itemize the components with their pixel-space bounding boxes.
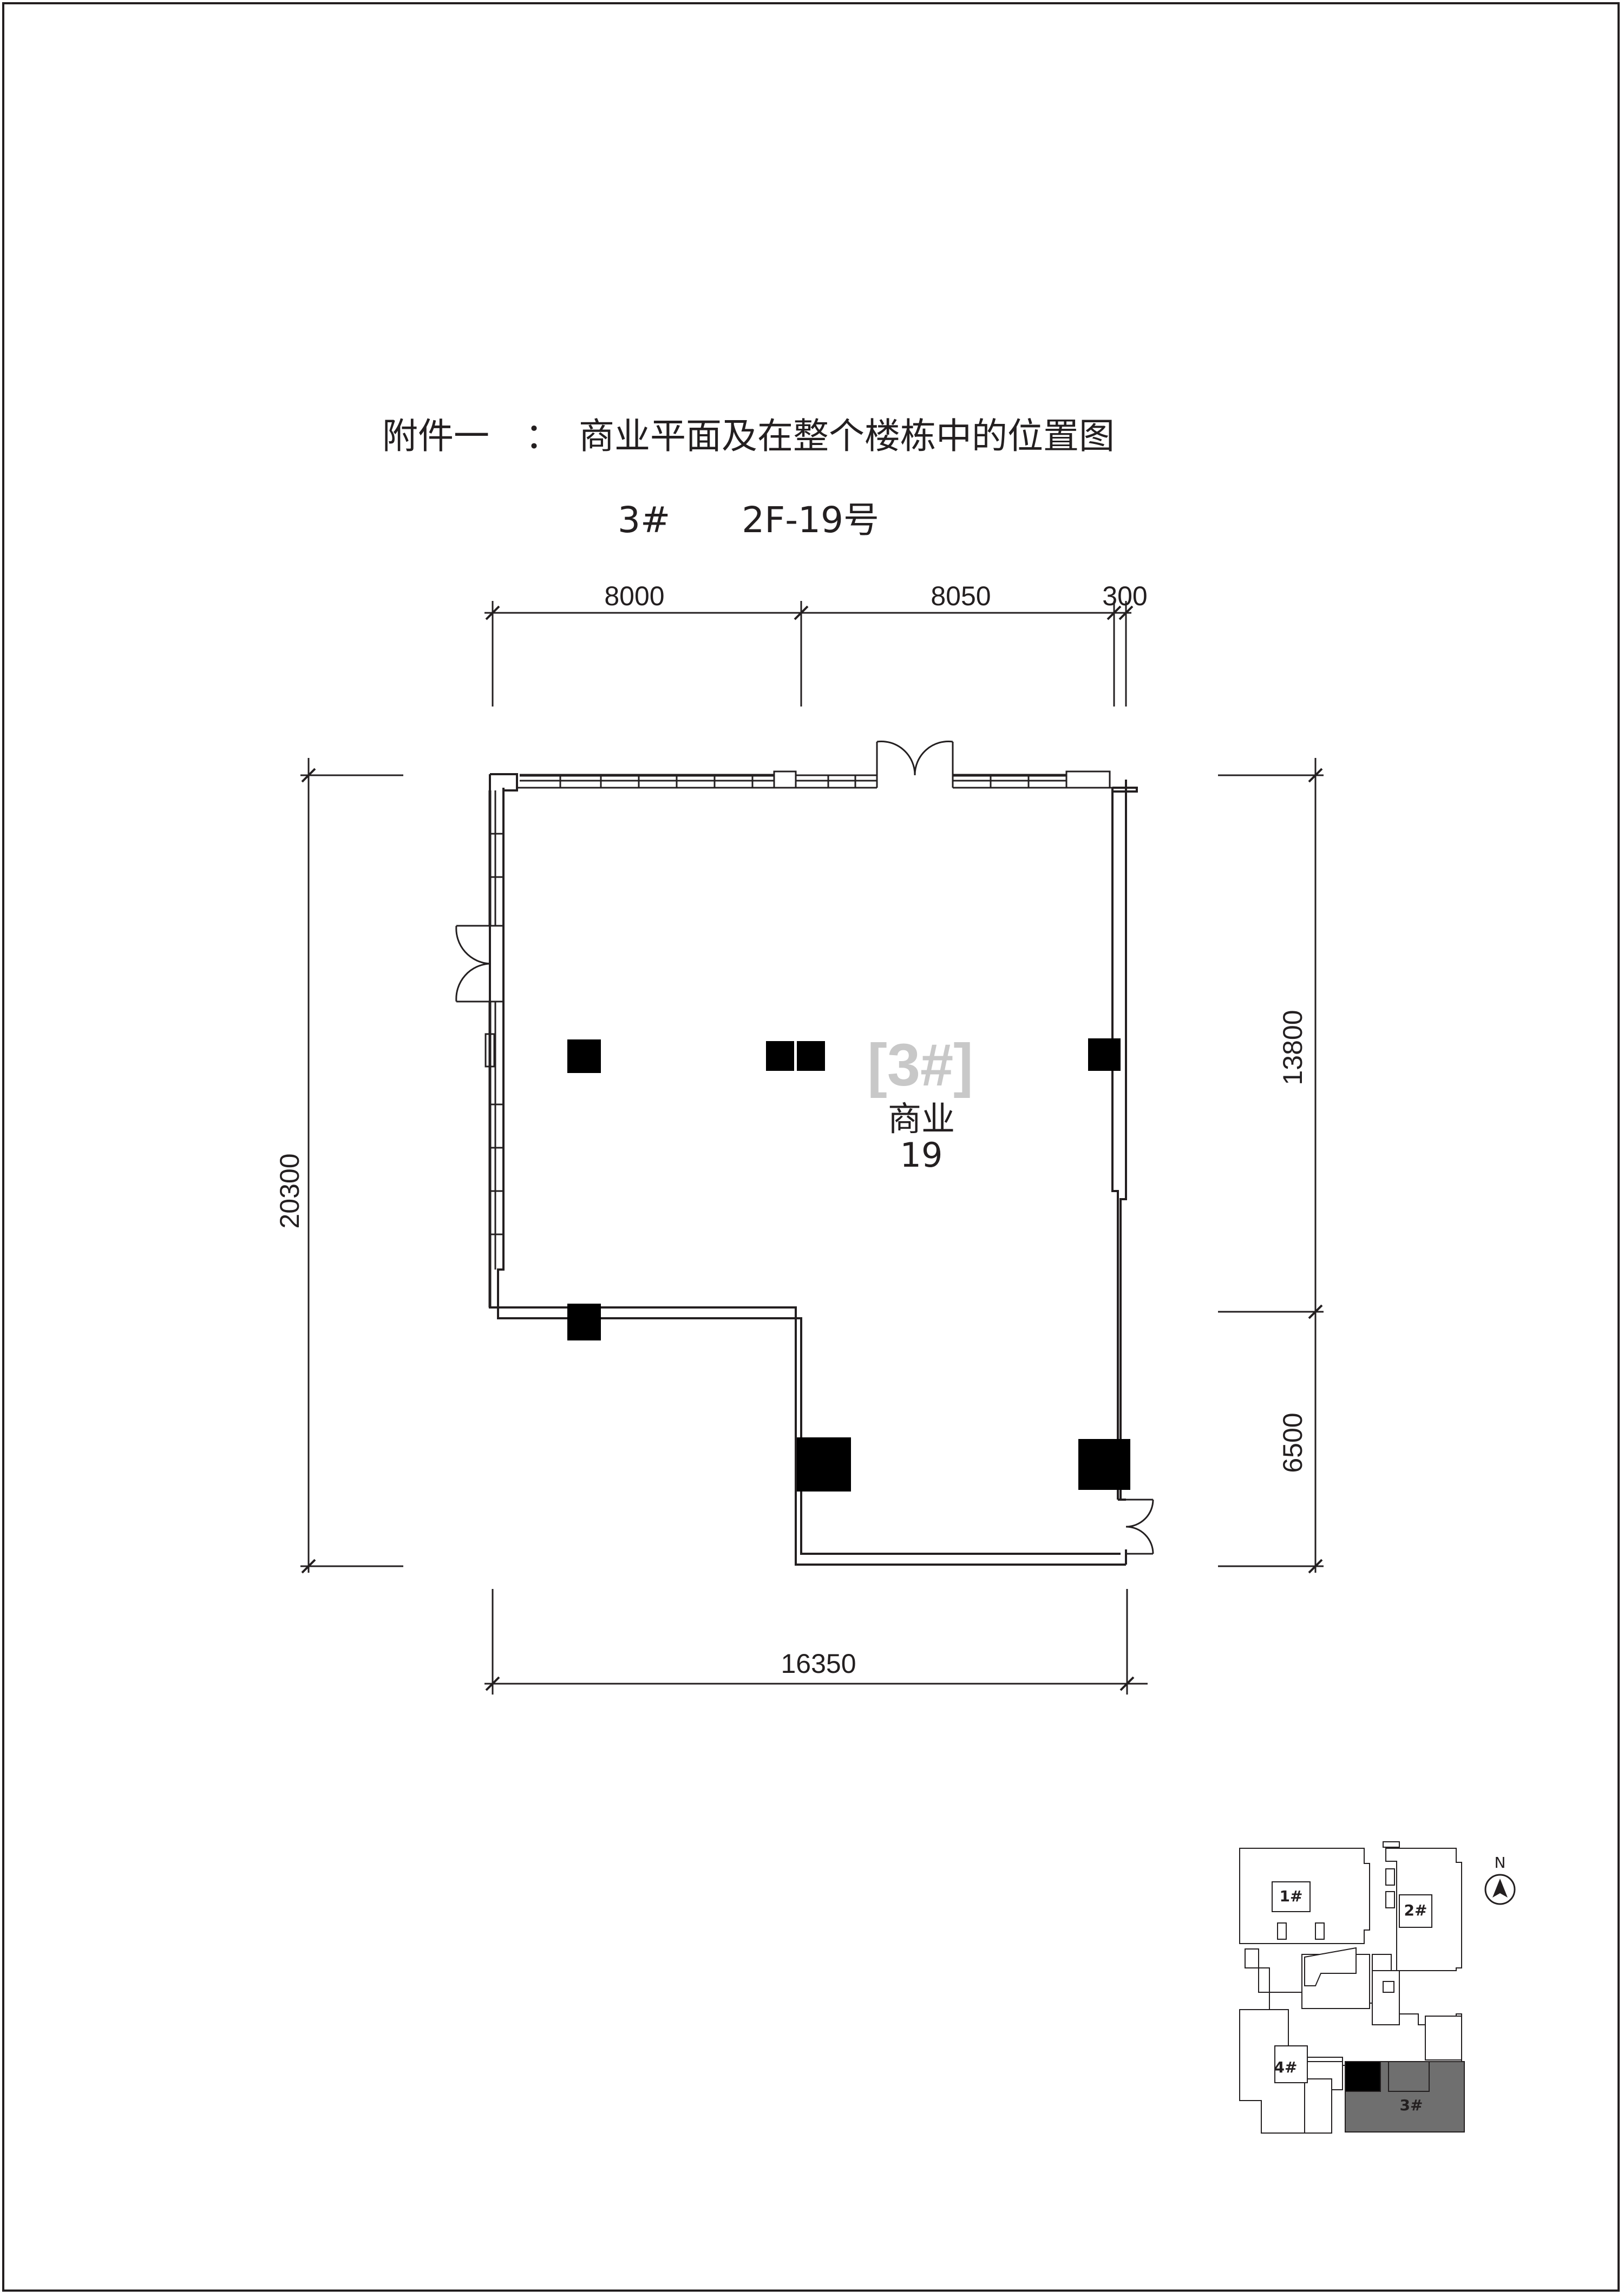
north-label: N xyxy=(1495,1854,1506,1872)
left-dimension-line xyxy=(300,758,403,1574)
column xyxy=(567,1039,601,1073)
dim-top-3: 300 xyxy=(1102,581,1147,611)
key-label-2: 2# xyxy=(1404,1901,1427,1919)
left-window-wall xyxy=(466,790,505,1307)
columns xyxy=(567,1038,1130,1492)
dim-top-2: 8050 xyxy=(931,581,991,611)
left-double-door[interactable] xyxy=(455,925,490,1003)
column xyxy=(1078,1439,1130,1490)
dim-top-1: 8000 xyxy=(604,581,664,611)
dim-right-1: 13800 xyxy=(1278,1010,1308,1085)
dim-left: 20300 xyxy=(274,1153,305,1228)
walls xyxy=(489,773,1138,1566)
top-dimension-line xyxy=(484,601,1134,707)
right-dimension-line xyxy=(1218,758,1324,1574)
key-label-3: 3# xyxy=(1400,2096,1423,2114)
key-plan xyxy=(1239,1841,1465,2134)
key-label-1: 1# xyxy=(1280,1887,1303,1905)
right-double-door[interactable] xyxy=(1125,1499,1154,1555)
column xyxy=(797,1041,825,1071)
key-label-4: 4# xyxy=(1274,2058,1298,2076)
top-window-wall xyxy=(517,758,1112,789)
column xyxy=(567,1304,601,1340)
dim-bottom: 16350 xyxy=(781,1649,856,1679)
column xyxy=(766,1041,794,1071)
page-title: 附件一 ： 商业平面及在整个楼栋中的位置图 xyxy=(382,415,1115,457)
column xyxy=(1088,1038,1121,1071)
dim-right-2: 6500 xyxy=(1278,1412,1308,1473)
north-arrow-icon xyxy=(1484,1874,1516,1905)
page-subtitle: 3# 2F-19号 xyxy=(617,499,880,541)
column xyxy=(797,1437,851,1492)
bottom-dimension-line xyxy=(484,1589,1148,1695)
room-name: 商业 xyxy=(888,1099,955,1139)
room-number: 19 xyxy=(900,1135,943,1175)
top-double-door[interactable] xyxy=(876,741,954,776)
room-tag: [3#] xyxy=(867,1032,973,1098)
